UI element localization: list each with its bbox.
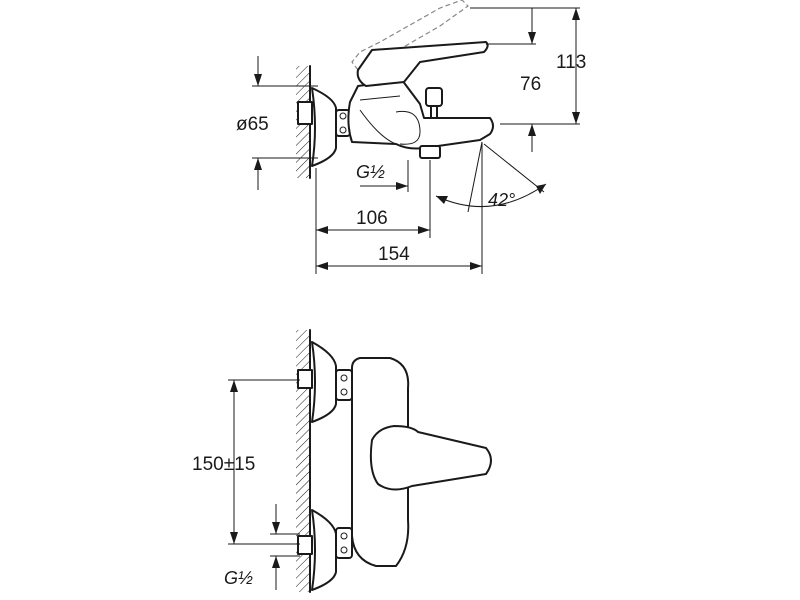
dim-thread-side: G½	[356, 162, 385, 182]
front-view: 150±15 G½	[192, 329, 492, 593]
dim-154: 154	[378, 244, 410, 265]
flange-side	[311, 87, 337, 167]
wall-front	[296, 330, 310, 592]
dim-thread-front: G½	[224, 568, 253, 588]
dim-113: 113	[556, 52, 586, 73]
flange-front-top	[311, 341, 337, 423]
side-view: 113 76 ø65 G½ 42° 106	[236, 0, 586, 274]
flange-front-bottom	[311, 509, 337, 591]
dim-inlet-spacing: 150±15	[192, 454, 255, 475]
dim-76: 76	[520, 74, 541, 95]
aerator-side	[419, 145, 441, 159]
dim-angle: 42°	[488, 190, 515, 210]
lever-front	[369, 425, 492, 491]
inlet-pipe-side	[297, 101, 313, 125]
diverter-knob	[425, 87, 443, 107]
dim-106: 106	[356, 208, 388, 229]
dim-flange-diameter: ø65	[236, 114, 269, 135]
mixer-body-side	[347, 79, 494, 150]
lever-side	[356, 41, 489, 87]
